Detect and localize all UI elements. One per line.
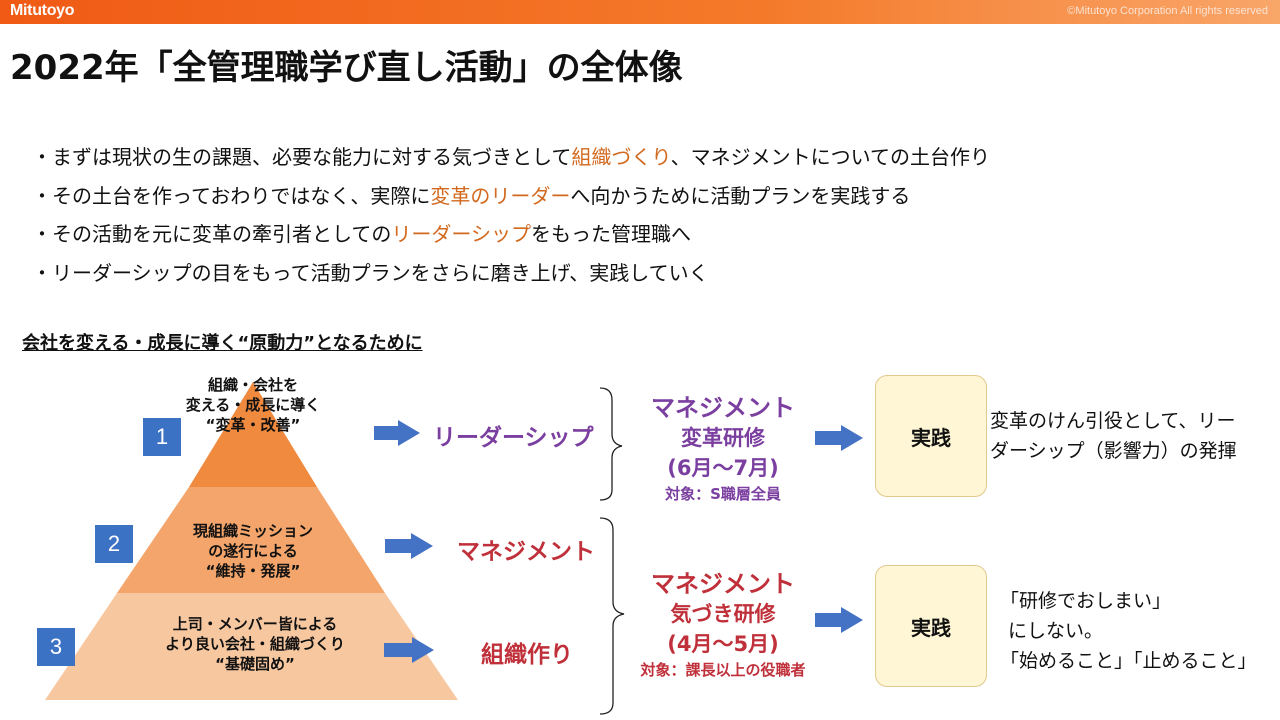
number-badge-3: 3 <box>37 628 75 666</box>
bullet-item: ・リーダーシップの目をもって活動プランをさらに磨き上げ、実践していく <box>32 260 709 285</box>
brace-shape <box>599 387 623 501</box>
training-block-awareness: マネジメント 気づき研修 (4月～5月) 対象：課長以上の役職者 <box>640 570 806 679</box>
label-leadership: リーダーシップ <box>433 425 594 451</box>
training-block-transformation: マネジメント 変革研修 (6月～7月) 対象：S職層全員 <box>651 394 795 503</box>
brace-shape <box>599 517 625 715</box>
pyramid-tier-3 <box>45 593 458 700</box>
tier-2-text: 現組織ミッション の遂行による “維持・発展” <box>192 522 313 580</box>
tier-1-text: 組織・会社を 変える・成長に導く “変革・改善” <box>185 376 321 434</box>
arrow-right-icon <box>815 425 863 451</box>
arrow-right-icon <box>815 607 863 633</box>
arrow-right-icon <box>384 637 434 663</box>
bullet-item: ・その土台を作っておわりではなく、実際に変革のリーダーへ向かうために活動プランを… <box>32 183 911 208</box>
copyright-text: ©Mitutoyo Corporation All rights reserve… <box>1067 5 1268 17</box>
note-awareness: 「研修でおしまい」 にしない。 「始めること」「止めること」 <box>1000 590 1257 672</box>
bullet-list: ・まずは現状の生の課題、必要な能力に対する気づきとして組織づくり、マネジメントに… <box>32 141 990 295</box>
tier-3-text: 上司・メンバー皆による より良い会社・組織づくり “基礎固め” <box>165 615 345 673</box>
section-heading: 会社を変える・成長に導く“原動力”となるために <box>22 333 423 354</box>
page-title: 2022年「全管理職学び直し活動」の全体像 <box>10 48 683 88</box>
arrow-right-icon <box>385 533 433 559</box>
label-organization: 組織作り <box>481 642 573 668</box>
bullet-item: ・その活動を元に変革の牽引者としてのリーダーシップをもった管理職へ <box>32 222 692 246</box>
label-management: マネジメント <box>457 539 595 565</box>
bullet-item: ・まずは現状の生の課題、必要な能力に対する気づきとして組織づくり、マネジメントに… <box>32 145 991 169</box>
practice-box: 実践 <box>875 375 987 497</box>
arrow-right-icon <box>374 420 420 446</box>
header-bar: Mitutoyo ©Mitutoyo Corporation All right… <box>0 0 1280 24</box>
highlight-text: 組織づくり <box>571 145 671 169</box>
note-leadership: 変革のけん引役として、リー ダーシップ（影響力）の発揮 <box>990 410 1237 462</box>
pyramid-tier-1 <box>189 382 317 487</box>
pyramid-tier-2 <box>117 487 385 593</box>
practice-box: 実践 <box>875 565 987 687</box>
highlight-text: リーダーシップ <box>391 222 532 246</box>
highlight-text: 変革のリーダー <box>430 183 571 208</box>
number-badge-1: 1 <box>143 418 181 456</box>
number-badge-2: 2 <box>95 525 133 563</box>
mitutoyo-logo: Mitutoyo <box>10 2 75 19</box>
